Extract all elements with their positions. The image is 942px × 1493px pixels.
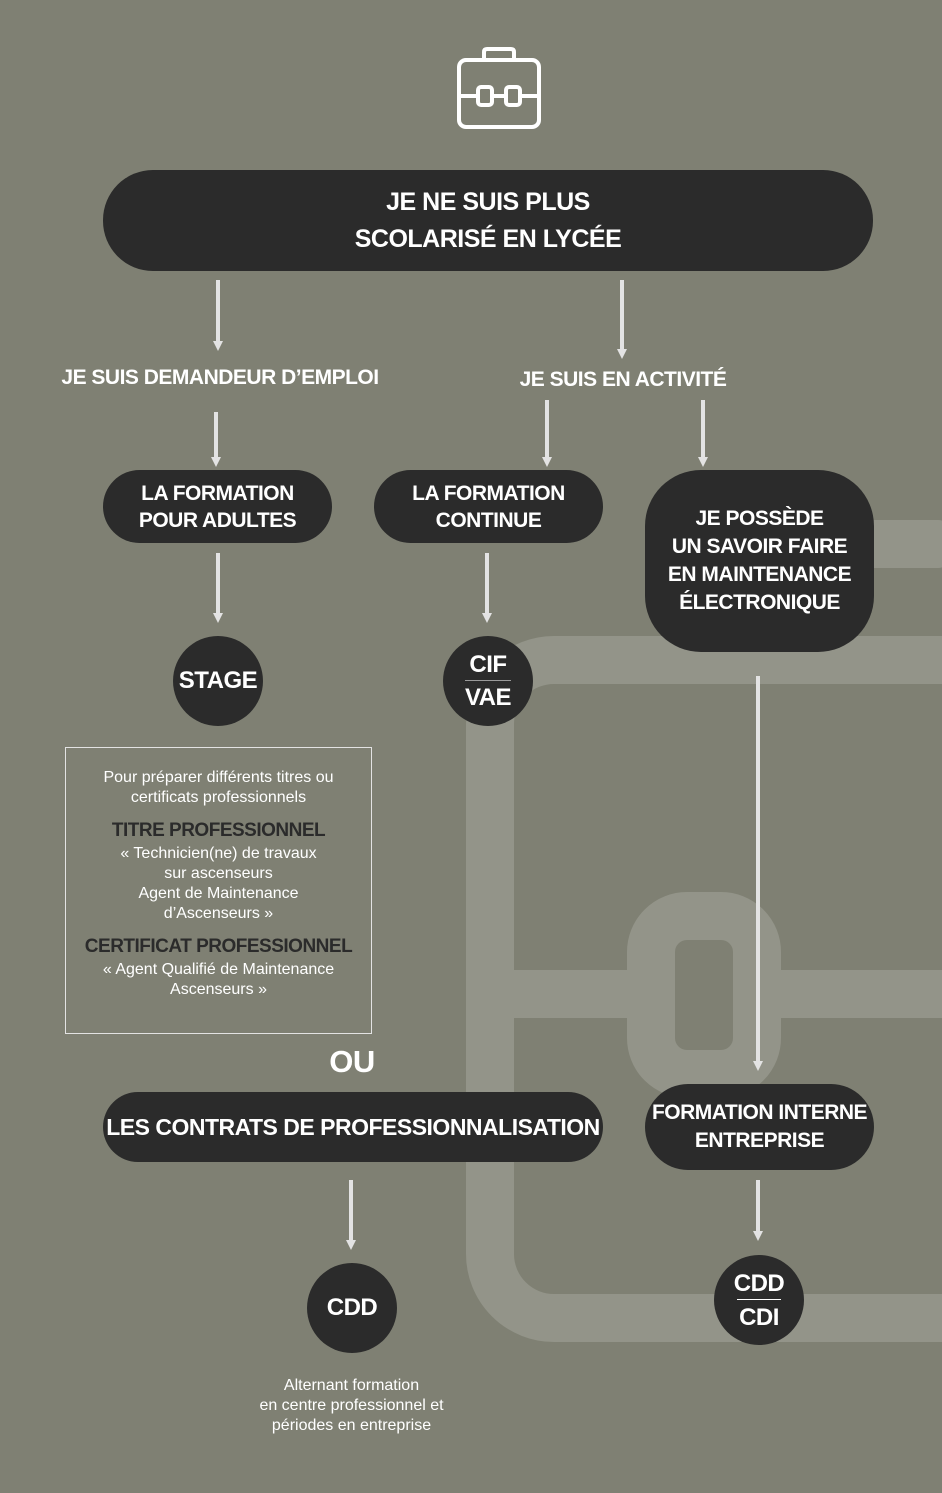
branch-label-demandeur: JE SUIS DEMANDEUR D’EMPLOI <box>61 366 379 389</box>
info-titre-line3: Agent de Maintenance <box>138 885 299 902</box>
node-cif-vae: CIF VAE <box>443 636 533 726</box>
node-savoir-faire-line4: ÉLECTRONIQUE <box>679 591 840 614</box>
footnote-line2: en centre professionnel et <box>259 1397 444 1414</box>
node-contrats-label: LES CONTRATS DE PROFESSIONNALISATION <box>106 1113 600 1140</box>
footnote-line3: périodes en entreprise <box>271 1417 432 1434</box>
node-formation-continue-line2: CONTINUE <box>435 508 542 532</box>
node-formation-adultes: LA FORMATION POUR ADULTES <box>103 470 332 543</box>
header-title-line2: SCOLARISÉ EN LYCÉE <box>354 224 622 253</box>
node-formation-adultes-line2: POUR ADULTES <box>138 508 297 532</box>
footnote-line1: Alternant formation <box>283 1377 420 1394</box>
info-titre-line1: « Technicien(ne) de travaux <box>120 845 317 862</box>
node-savoir-faire-line1: JE POSSÈDE <box>695 507 824 530</box>
node-cif-label: CIF <box>469 650 507 678</box>
info-certificat-line1: « Agent Qualifié de Maintenance <box>102 961 335 978</box>
node-cif-vae-divider <box>465 679 511 681</box>
branch-label-activite: JE SUIS EN ACTIVITÉ <box>519 368 727 391</box>
node-cdd-cdi-divider <box>737 1298 781 1300</box>
info-intro-line1: Pour préparer différents titres ou <box>103 769 334 786</box>
node-formation-continue-line1: LA FORMATION <box>412 481 565 505</box>
node-formation-interne: FORMATION INTERNE ENTREPRISE <box>645 1084 874 1170</box>
info-titre-line4: d’Ascenseurs » <box>163 905 274 922</box>
node-contrats: LES CONTRATS DE PROFESSIONNALISATION <box>103 1092 603 1162</box>
node-cdd: CDD <box>307 1263 397 1353</box>
info-box: Pour préparer différents titres ou certi… <box>65 747 372 1034</box>
header-pill: JE NE SUIS PLUS SCOLARISÉ EN LYCÉE <box>103 170 873 271</box>
briefcase-icon <box>457 47 541 129</box>
node-vae-label: VAE <box>464 683 512 711</box>
node-formation-interne-line2: ENTREPRISE <box>694 1129 825 1152</box>
node-cdd-label: CDD <box>326 1294 378 1321</box>
info-intro-line2: certificats professionnels <box>130 789 307 806</box>
node-savoir-faire: JE POSSÈDE UN SAVOIR FAIRE EN MAINTENANC… <box>645 470 874 652</box>
node-formation-interne-line1: FORMATION INTERNE <box>651 1101 868 1124</box>
node-stage: STAGE <box>173 636 263 726</box>
node-formation-adultes-line1: LA FORMATION <box>141 481 294 505</box>
ou-label: OU <box>329 1044 375 1079</box>
node-stage-label: STAGE <box>178 667 258 694</box>
node-cdd-cdi-top: CDD <box>733 1269 785 1297</box>
node-formation-continue: LA FORMATION CONTINUE <box>374 470 603 543</box>
header-title-line1: JE NE SUIS PLUS <box>386 187 590 216</box>
footnote: Alternant formation en centre profession… <box>200 1376 503 1436</box>
info-certificat-heading: CERTIFICAT PROFESSIONNEL <box>84 936 353 957</box>
info-certificat-line2: Ascenseurs » <box>170 981 267 998</box>
info-titre-heading: TITRE PROFESSIONNEL <box>111 820 326 841</box>
node-savoir-faire-line2: UN SAVOIR FAIRE <box>671 535 848 558</box>
info-titre-line2: sur ascenseurs <box>164 865 273 882</box>
node-cdd-cdi: CDD CDI <box>714 1255 804 1345</box>
node-savoir-faire-line3: EN MAINTENANCE <box>667 563 852 586</box>
node-cdd-cdi-bottom: CDI <box>739 1303 779 1331</box>
